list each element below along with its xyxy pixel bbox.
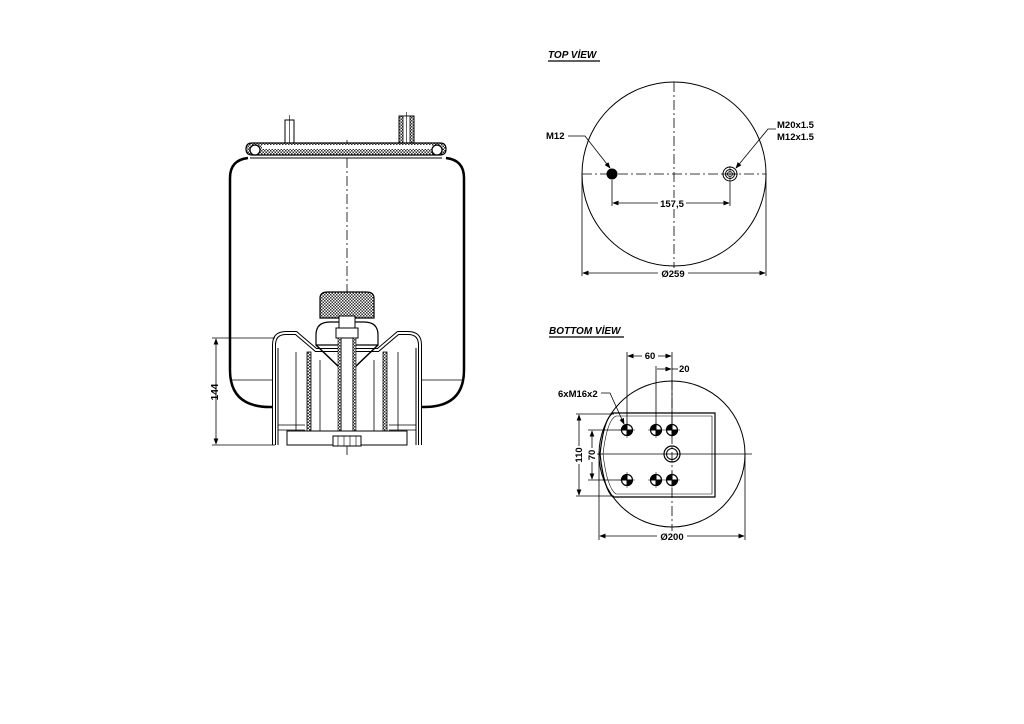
- top-port-callout-2: M12x1.5: [777, 132, 815, 143]
- bottom-view: [576, 352, 752, 540]
- height-label: 144: [210, 383, 221, 400]
- top-view: [568, 81, 776, 276]
- center-port: [663, 445, 681, 463]
- top-stud-callout: M12: [546, 131, 564, 142]
- bottom-view-title: BOTTOM VİEW: [549, 324, 622, 337]
- dim-20-label: 20: [679, 364, 690, 375]
- bolt-hole: [648, 422, 664, 438]
- bolt-holes: [619, 422, 680, 488]
- bellow-left: [228, 156, 276, 409]
- top-view-title: TOP VİEW: [548, 48, 598, 61]
- dim-70-label: 70: [587, 450, 598, 461]
- bellow-right: [418, 156, 466, 409]
- bolt-callout: 6xM16x2: [558, 389, 598, 400]
- top-port-hole: [722, 166, 738, 182]
- mounting-plate: [599, 412, 716, 498]
- top-diameter-label: Ø259: [661, 269, 684, 280]
- top-port-callout-1: M20x1.5: [777, 120, 815, 131]
- label-bg: [658, 268, 688, 279]
- label-bg: [642, 351, 658, 361]
- bolt-hole: [664, 472, 680, 488]
- bolt-hole: [648, 472, 664, 488]
- top-stud-hole: [606, 168, 618, 180]
- side-view: [212, 112, 466, 455]
- center-bolt: [340, 337, 354, 439]
- dim-60-label: 60: [645, 351, 656, 362]
- bolt-hole: [619, 472, 635, 488]
- bolt-hole: [664, 422, 680, 438]
- label-bg: [657, 531, 687, 542]
- bumper-cap: [319, 291, 375, 319]
- label-bg: [574, 446, 584, 464]
- bolt-hole: [619, 422, 635, 438]
- stud-spacing-label: 157,5: [660, 199, 684, 210]
- label-bg: [658, 198, 686, 209]
- dim-110-label: 110: [574, 447, 585, 462]
- height-dimension: [212, 337, 275, 446]
- label-bg: [587, 448, 597, 462]
- bottom-diameter-label: Ø200: [660, 532, 683, 543]
